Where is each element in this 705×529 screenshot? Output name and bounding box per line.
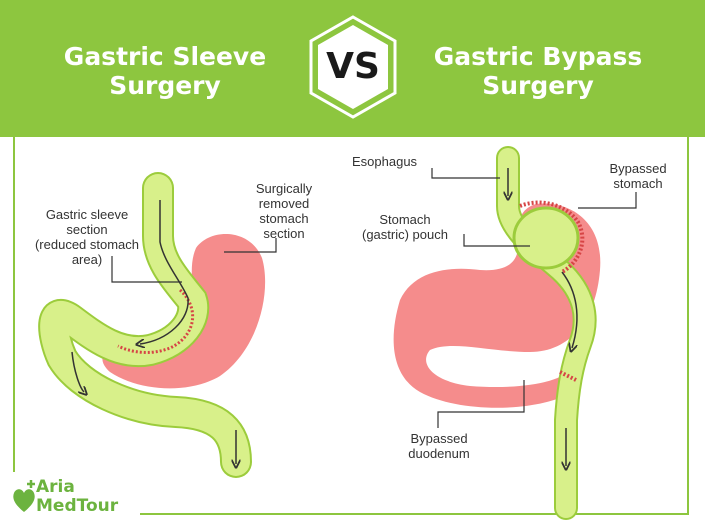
label-line: Gastric sleeve [45, 207, 129, 222]
label-line: (gastric) pouch [362, 227, 448, 242]
title-line: Surgery [482, 71, 594, 100]
leader-line [111, 256, 182, 283]
label-line: removed [258, 196, 310, 211]
gastric-pouch [512, 206, 580, 270]
label-line: stomach [613, 176, 663, 191]
logo-line: Aria [36, 477, 75, 497]
food-flow-arrow [140, 200, 189, 344]
stomach-pouch-label: Stomach (gastric) pouch [346, 212, 464, 242]
staple-line [117, 288, 195, 354]
title-line: Gastric Bypass [433, 42, 643, 71]
title-line: Surgery [109, 71, 221, 100]
leader-line [431, 168, 500, 179]
title-line: Gastric Sleeve [63, 42, 267, 71]
logo-text: Aria MedTour [36, 478, 118, 516]
bypassed-duodenum-label: Bypassed duodenum [394, 431, 484, 461]
food-flow-arrow [561, 271, 578, 348]
surgically-removed-label: Surgically removed stomach section [240, 181, 328, 241]
staple-line [559, 370, 577, 382]
gastric-sleeve-title: Gastric Sleeve Surgery [40, 42, 290, 100]
label-line: stomach [259, 211, 309, 226]
heart-plus-icon [13, 480, 35, 512]
gastric-sleeve-section-label: Gastric sleeve section (reduced stomach … [22, 207, 152, 267]
content-frame [13, 137, 689, 515]
label-line: duodenum [408, 446, 470, 461]
staple-line [519, 200, 585, 274]
bypass-stomach-diagram [393, 146, 637, 520]
label-line: Surgically [255, 181, 313, 196]
leader-line [224, 238, 277, 253]
logo-line: MedTour [36, 496, 119, 516]
food-flow-arrow [71, 351, 84, 392]
vs-hexagon [309, 15, 397, 119]
label-line: (reduced stomach [34, 237, 140, 252]
vs-label: VS [326, 46, 380, 87]
gastric-bypass-title: Gastric Bypass Surgery [400, 42, 676, 100]
leader-line [463, 234, 530, 247]
esophagus-label: Esophagus [352, 154, 418, 169]
sleeve-stomach-diagram [38, 172, 277, 478]
label-line: section [66, 222, 108, 237]
leader-line [437, 380, 525, 428]
label-line: area) [71, 252, 103, 267]
leader-line [578, 192, 637, 209]
label-line: Bypassed [410, 431, 468, 446]
bypassed-stomach-label: Bypassed stomach [598, 161, 678, 191]
label-line: Bypassed [609, 161, 667, 176]
label-line: Stomach [379, 212, 431, 227]
label-line: section [263, 226, 305, 241]
